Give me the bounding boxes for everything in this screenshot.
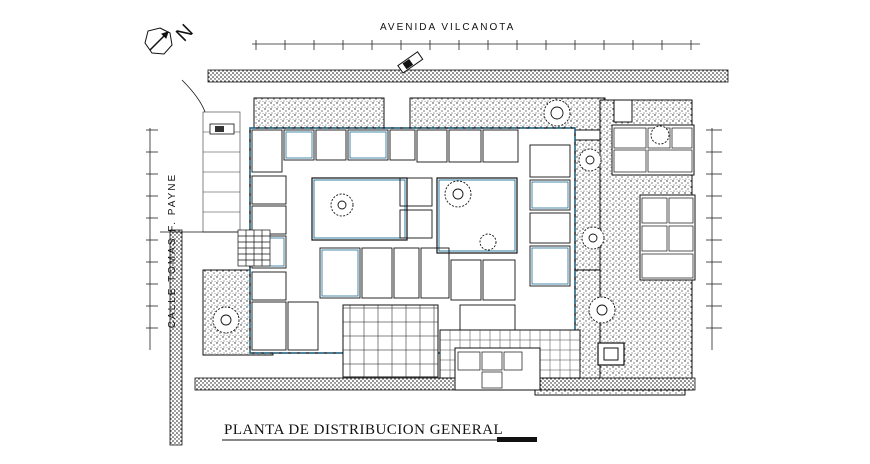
courtyard-left-accent (313, 179, 406, 239)
left-dimension-line (146, 128, 158, 350)
plan-title: PLANTA DE DISTRIBUCION GENERAL (224, 422, 504, 438)
garden-north-left (253, 97, 385, 131)
tree-icons (212, 99, 670, 334)
garden-north (409, 97, 606, 131)
garden-fountain (597, 342, 625, 366)
sidewalk-left (169, 229, 183, 446)
corner-curve (181, 79, 206, 113)
courtyard-right-accent (438, 179, 516, 252)
car-icon (397, 51, 424, 74)
sidewalk-bottom (194, 377, 696, 391)
street-label-left: CALLE TOMAS F. PAYNE (167, 172, 179, 329)
right-dimension-line (706, 128, 722, 350)
title-underline (222, 437, 537, 442)
annex-south (454, 347, 541, 391)
courtyard-left (311, 177, 408, 241)
street-label-top: AVENIDA VILCANOTA (380, 22, 516, 33)
top-dimension-line (252, 40, 700, 50)
tiled-plaza (342, 304, 439, 378)
rooms (251, 129, 571, 351)
north-arrow-icon (144, 27, 173, 55)
stairs (237, 229, 271, 267)
annex-rooms (457, 351, 523, 389)
parked-car-icon (209, 123, 235, 135)
east-small-block (613, 99, 633, 123)
sidewalk-top (207, 69, 729, 83)
